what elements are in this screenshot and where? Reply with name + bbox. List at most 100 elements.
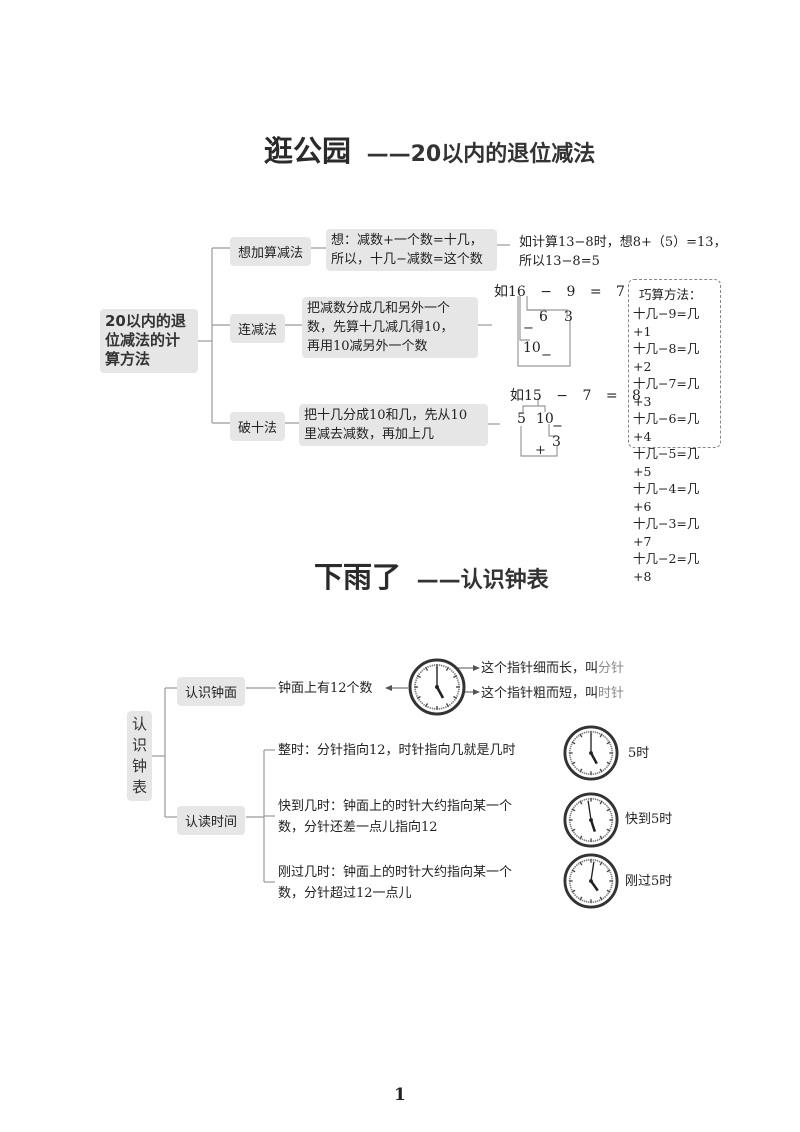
clock-hour-mark: [453, 695, 458, 700]
clock-minute-mark: [577, 897, 580, 900]
clock-hour-mark: [416, 695, 421, 700]
op-minus-1: −: [523, 321, 534, 336]
section1-subtitle: ——20以内的退位减法: [366, 142, 596, 167]
clock-hour-mark: [606, 741, 611, 745]
clock-minute-mark: [443, 665, 445, 668]
clock-minute-mark: [419, 700, 422, 703]
section2-root-box: 认 识 钟 表: [127, 711, 152, 801]
clock-minute-mark: [596, 900, 599, 903]
root-char: 认: [131, 715, 147, 733]
clock-minute-mark: [574, 865, 577, 868]
clock-minute-mark: [449, 703, 451, 706]
clock-minute-mark: [419, 671, 422, 674]
clock-minute-mark: [596, 839, 599, 842]
clock-minute-mark: [605, 804, 608, 807]
tips-box: 巧算方法： 十几−9=几+1 十几−8=几+2 十几−7=几+3 十几−6=几+…: [628, 279, 721, 584]
clock-minute-mark: [456, 677, 459, 679]
clock-minute-mark: [575, 895, 578, 898]
clock-minute-mark: [604, 736, 607, 739]
clock-minute-mark: [577, 801, 580, 804]
clock-minute-mark: [577, 734, 580, 737]
clock-minute-mark: [575, 736, 578, 739]
clock-minute-mark: [583, 731, 586, 734]
hour-hand-note: 这个指针粗而短，叫时针: [481, 684, 624, 703]
clock-hour-mark: [571, 761, 576, 765]
clock-ticks: [568, 797, 614, 843]
clock-minute-mark: [583, 772, 586, 775]
clock-minute-mark: [602, 769, 605, 772]
clock-minute-mark: [605, 737, 608, 740]
clock-minute-mark: [596, 731, 599, 734]
clock-minute-mark: [570, 760, 573, 763]
op-minus-2: −: [541, 348, 552, 363]
desc-line: 数，分针超过12一点儿: [278, 886, 412, 901]
desc-line: 刚过几时：钟面上的时针大约指向某一个: [278, 865, 513, 880]
desc-line: 想：减数+一个数=十几，: [331, 233, 483, 248]
clock-minute-mark: [583, 900, 586, 903]
clock-minute-mark: [452, 700, 455, 703]
clock-minute-mark: [569, 758, 572, 761]
clock-minute-mark: [569, 873, 572, 876]
clock-minute-mark: [574, 804, 577, 807]
clock-hour-mark: [606, 889, 611, 893]
clock-hour-mark: [599, 768, 603, 773]
clock-ticks: [568, 730, 614, 776]
clock-hour-mark: [599, 861, 603, 866]
clock-hour-mark: [445, 703, 450, 708]
eq-subtrahend: 9: [566, 284, 576, 300]
desc-line: 所以，十几−减数=这个数: [331, 252, 483, 267]
split-part-3b: 3: [552, 434, 561, 450]
method-desc-add: 想：减数+一个数=十几， 所以，十几−减数=这个数: [326, 229, 497, 271]
clock-minute-mark: [445, 706, 447, 709]
clock-almost-5: [563, 792, 619, 848]
clock-hour-mark: [424, 666, 429, 671]
clock-minute-mark: [574, 833, 577, 836]
note-prefix: 这个指针细而长，叫: [481, 661, 599, 676]
clock-minute-mark: [456, 679, 459, 681]
clock-minute-mark: [569, 825, 572, 828]
note-key-minute: 分针: [598, 661, 625, 676]
clock-minute-mark: [569, 886, 572, 889]
clock-minute-mark: [583, 859, 586, 862]
clock-minute-mark: [415, 679, 418, 681]
clock-hour-mark: [606, 761, 611, 765]
clock-minute-mark: [581, 799, 584, 802]
clock-hour-mark: [445, 666, 450, 671]
clock-hour-mark: [579, 768, 583, 773]
clock-hour-mark: [599, 896, 603, 901]
clock-hour-mark: [416, 674, 421, 679]
clock-minute-mark: [598, 732, 601, 735]
root-char: 识: [131, 736, 147, 754]
clock-minute-mark: [570, 888, 573, 891]
reading-desc-exact: 整时：分针指向12，时针指向几就是几时: [278, 741, 516, 760]
clock-minute-mark: [610, 745, 613, 748]
clock-minute-mark: [598, 799, 601, 802]
note-prefix: 这个指针粗而短，叫: [481, 686, 599, 701]
clock-minute-mark: [581, 732, 584, 735]
clock-minute-mark: [456, 693, 459, 695]
clock-minute-mark: [453, 699, 456, 701]
clock-hour-mark: [579, 835, 583, 840]
op-plus: +: [535, 443, 546, 458]
tips-item: 十几−7=几+3: [633, 376, 700, 409]
clock-minute-mark: [427, 706, 429, 709]
split-part-10: 10: [523, 340, 541, 356]
minute-hand-note: 这个指针细而长，叫分针: [481, 659, 624, 678]
root-line: 算方法: [105, 350, 151, 368]
clock-minute-mark: [570, 810, 573, 813]
example-eq-break-ten: 如15 − 7 = 8: [510, 385, 641, 405]
clock-minute-mark: [575, 767, 578, 770]
op-minus-3: −: [552, 419, 563, 434]
method-example-add: 如计算13−8时，想8+（5）=13， 所以13−8=5: [519, 233, 727, 271]
section2-title: 下雨了: [314, 560, 402, 594]
tips-item: 十几−4=几+6: [633, 481, 700, 514]
section1-title: 逛公园: [264, 134, 352, 168]
desc-line: 数，分针还差一点儿指向12: [278, 820, 438, 835]
clock-minute-mark: [581, 771, 584, 774]
clock-minute-mark: [423, 703, 425, 706]
section1-root-box: 20以内的退 位减法的计 算方法: [100, 309, 198, 373]
split-part-6: 6: [539, 309, 548, 325]
eq-minuend: 如16: [494, 284, 526, 300]
clock-minute-mark: [602, 734, 605, 737]
clock-minute-mark: [598, 860, 601, 863]
